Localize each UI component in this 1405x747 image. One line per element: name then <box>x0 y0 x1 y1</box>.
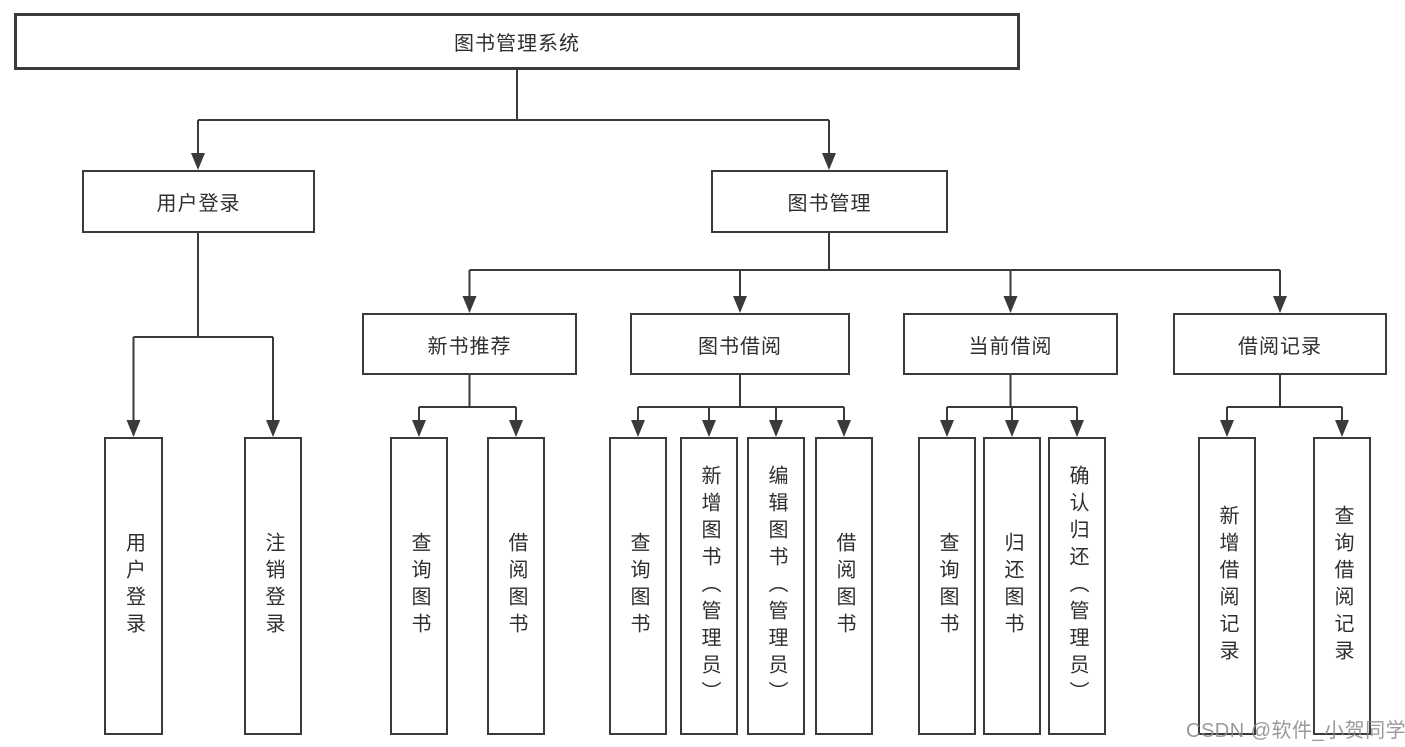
leaf-add-borrow-record: 新增借阅记录 <box>1198 437 1256 735</box>
node-borrow-records: 借阅记录 <box>1173 313 1387 375</box>
csdn-watermark: CSDN @软件_小贺同学 <box>1186 720 1405 742</box>
node-user-login: 用户登录 <box>82 170 315 233</box>
leaf-edit-books-admin: 编辑图书（管理员） <box>747 437 805 735</box>
node-book-borrow: 图书借阅 <box>630 313 850 375</box>
leaf-return-books: 归还图书 <box>983 437 1041 735</box>
leaf-query-books-1: 查询图书 <box>390 437 448 735</box>
node-new-book-recommend: 新书推荐 <box>362 313 577 375</box>
node-library-system: 图书管理系统 <box>14 13 1020 70</box>
leaf-borrow-books-1: 借阅图书 <box>487 437 545 735</box>
leaf-user-login: 用户登录 <box>104 437 163 735</box>
leaf-logout: 注销登录 <box>244 437 302 735</box>
leaf-query-borrow-record: 查询借阅记录 <box>1313 437 1371 735</box>
leaf-borrow-books-2: 借阅图书 <box>815 437 873 735</box>
leaf-query-books-2: 查询图书 <box>609 437 667 735</box>
leaf-confirm-return-admin: 确认归还（管理员） <box>1048 437 1106 735</box>
node-current-borrow: 当前借阅 <box>903 313 1118 375</box>
leaf-query-books-3: 查询图书 <box>918 437 976 735</box>
leaf-add-books-admin: 新增图书（管理员） <box>680 437 738 735</box>
node-book-management: 图书管理 <box>711 170 948 233</box>
